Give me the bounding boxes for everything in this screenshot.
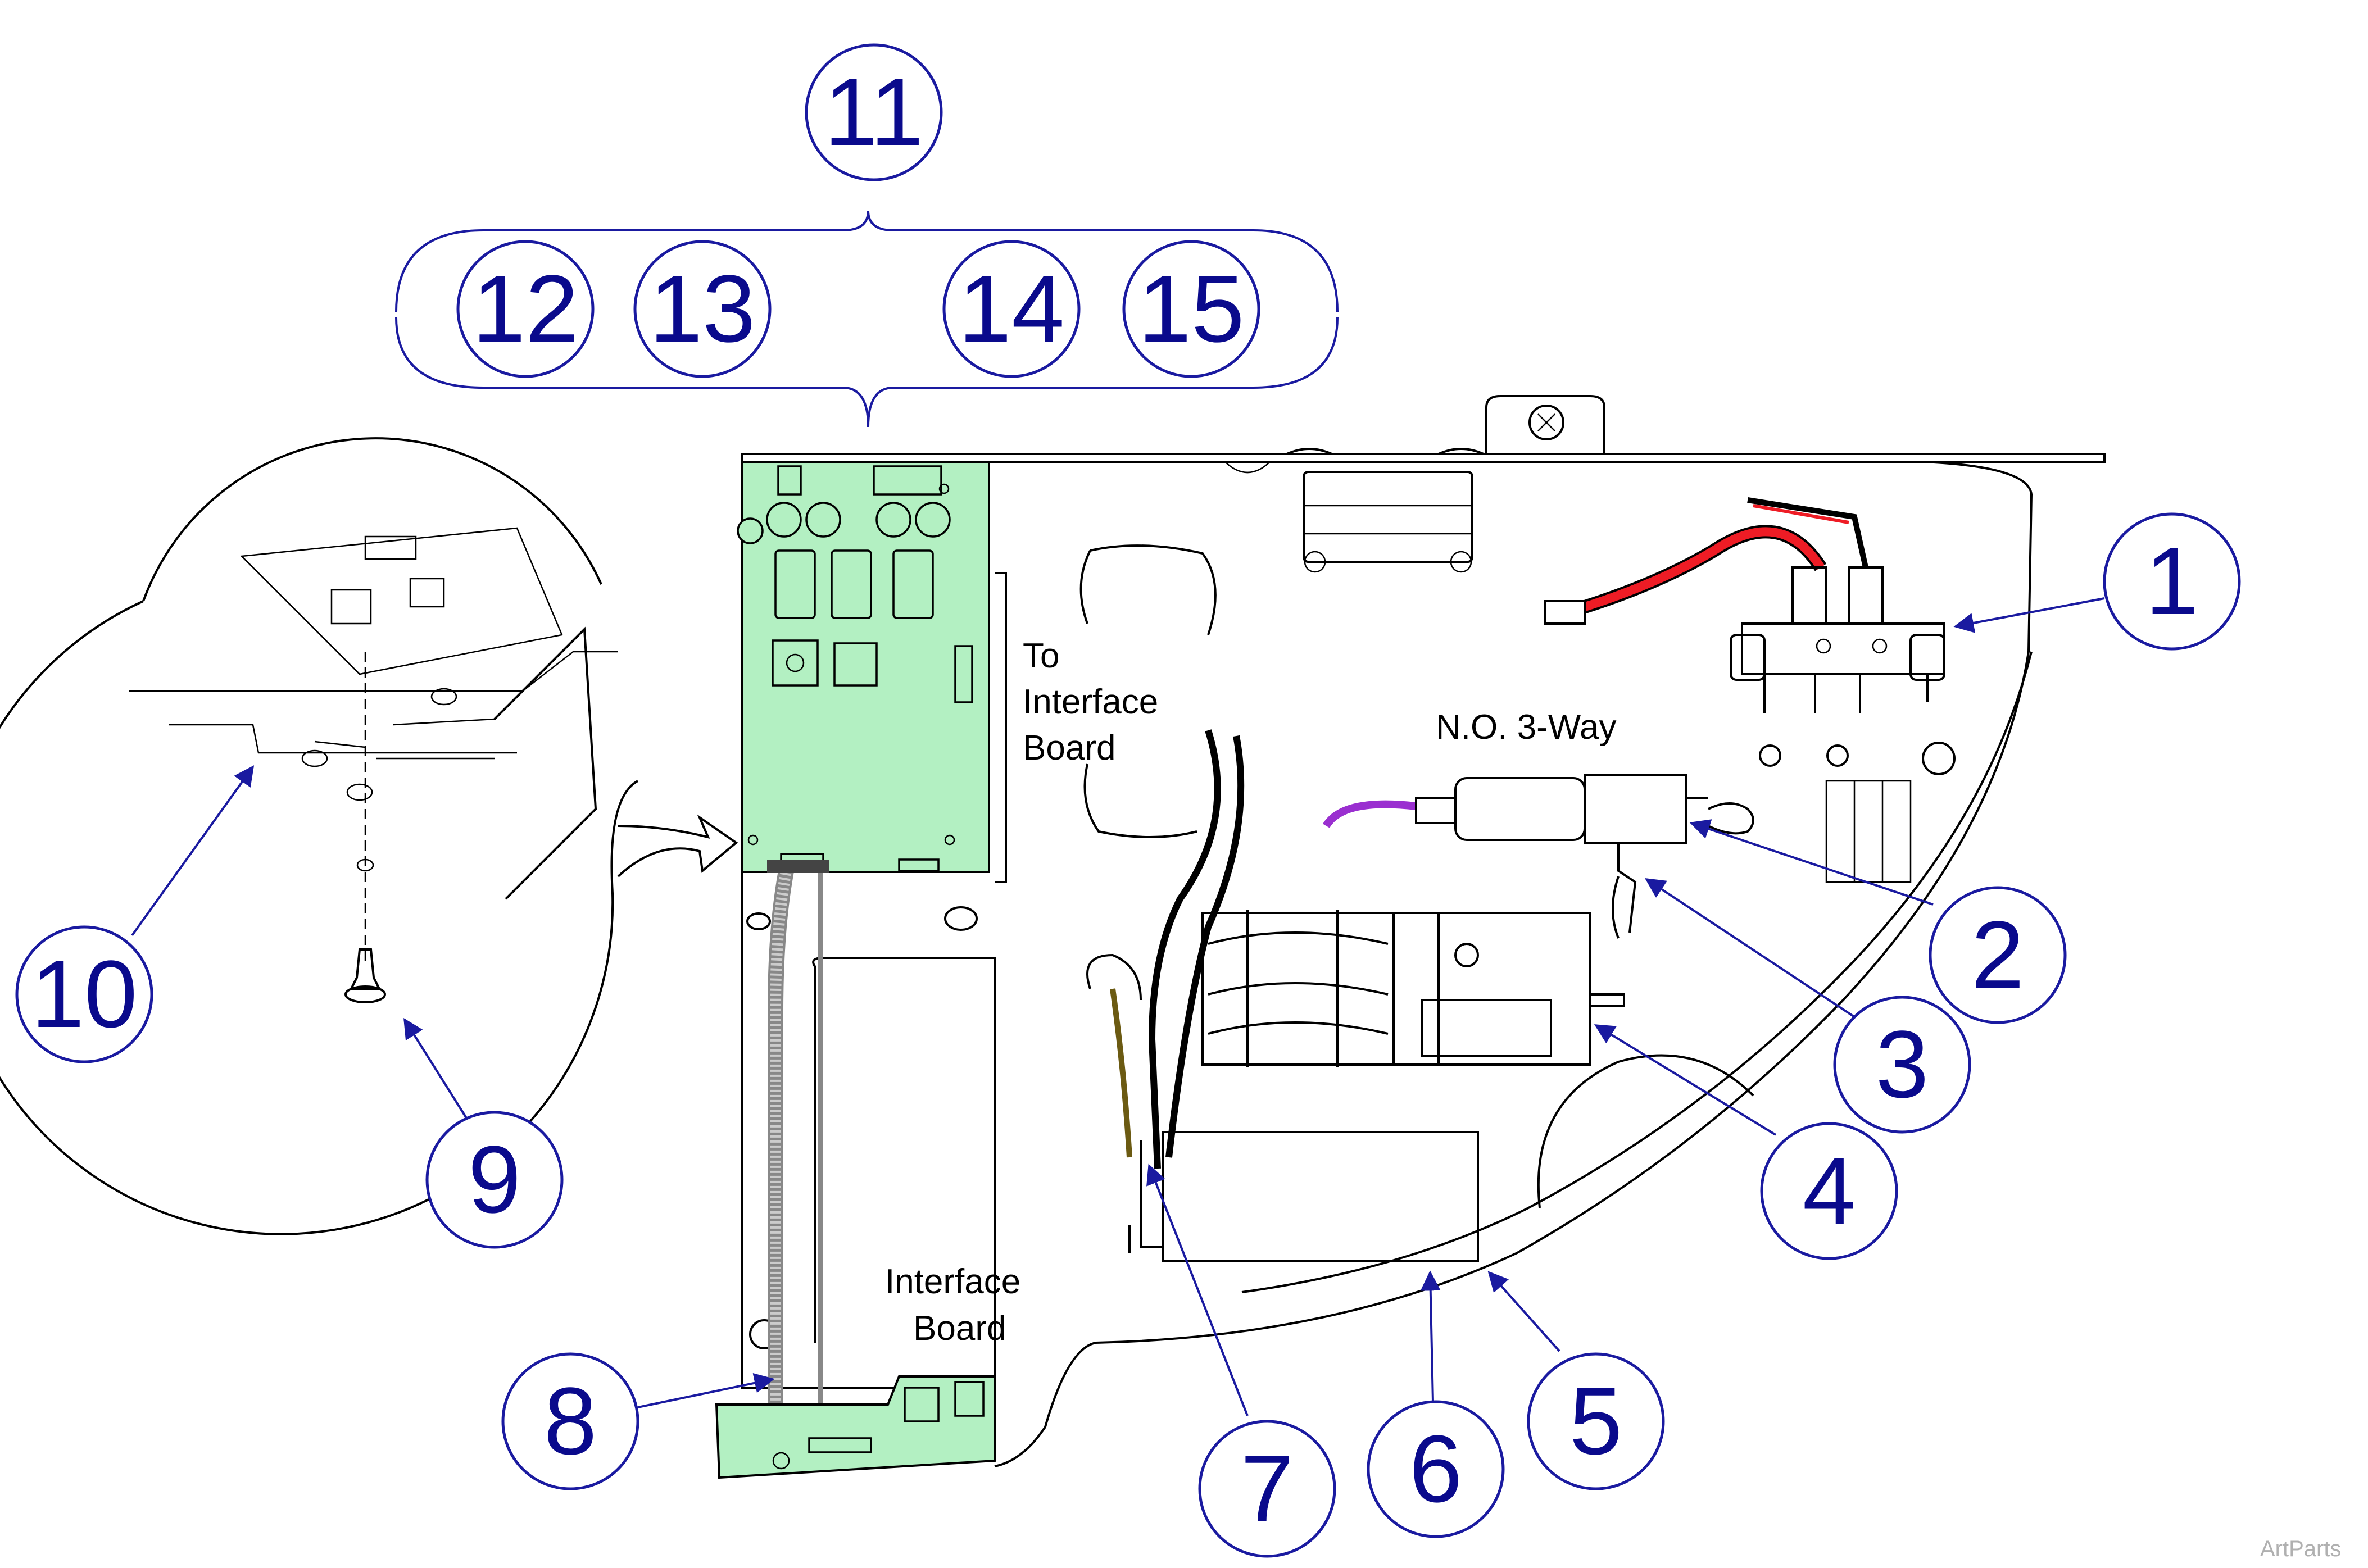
callout-6: 6 — [1367, 1400, 1505, 1538]
callout-9-number: 9 — [468, 1126, 521, 1233]
callout-8: 8 — [501, 1352, 639, 1490]
pump — [1201, 910, 1625, 1067]
callout-12: 12 — [456, 240, 595, 378]
valve-assembly — [1544, 497, 1945, 713]
callout-11: 11 — [805, 43, 943, 181]
callout-4: 4 — [1760, 1122, 1898, 1260]
callout-8-number: 8 — [544, 1368, 597, 1475]
callout-1-number: 1 — [2145, 528, 2199, 635]
callout-brace — [395, 210, 1339, 428]
callout-14-number: 14 — [958, 256, 1064, 362]
callout-5: 5 — [1527, 1352, 1665, 1490]
leader-lines — [131, 597, 2105, 1416]
callout-10: 10 — [15, 925, 153, 1063]
callout-13-number: 13 — [649, 256, 755, 362]
callout-12-number: 12 — [472, 256, 578, 362]
to-interface-board-label-line-3: Board — [1023, 729, 1115, 767]
callout-5-number: 5 — [1569, 1368, 1623, 1475]
callout-10-number: 10 — [31, 941, 137, 1048]
callout-6-number: 6 — [1409, 1416, 1463, 1522]
detail-magnifier — [0, 437, 738, 1235]
callout-3: 3 — [1833, 996, 1971, 1134]
watermark: ArtParts — [2260, 1537, 2341, 1561]
callout-14: 14 — [942, 240, 1081, 378]
callout-7-number: 7 — [1241, 1435, 1294, 1542]
interface-board — [715, 1375, 996, 1479]
capacitor — [1128, 1131, 1479, 1262]
callout-11-number: 11 — [824, 59, 923, 166]
callout-3-number: 3 — [1876, 1011, 1929, 1118]
interface-board-label-line-1: Interface — [885, 1262, 1020, 1301]
ribbon-cable — [767, 860, 829, 1410]
to-interface-board-label-line-2: Interface — [1023, 683, 1158, 721]
callout-15-number: 15 — [1138, 256, 1244, 362]
interface-board-label-line-2: Board — [913, 1309, 1006, 1348]
wires — [1086, 729, 1245, 1169]
callout-13: 13 — [633, 240, 772, 378]
callout-9: 9 — [425, 1111, 564, 1249]
valve-label: N.O. 3-Way — [1436, 708, 1617, 747]
callout-1: 1 — [2103, 512, 2241, 651]
control-board — [737, 461, 990, 873]
to-interface-board-label-line-1: To — [1023, 637, 1059, 675]
callout-4-number: 4 — [1803, 1138, 1856, 1244]
three-way-valve — [1323, 774, 1754, 939]
callout-2-number: 2 — [1971, 902, 2025, 1008]
callout-15: 15 — [1122, 240, 1260, 378]
callout-2: 2 — [1929, 886, 2067, 1024]
callout-7: 7 — [1198, 1420, 1336, 1558]
